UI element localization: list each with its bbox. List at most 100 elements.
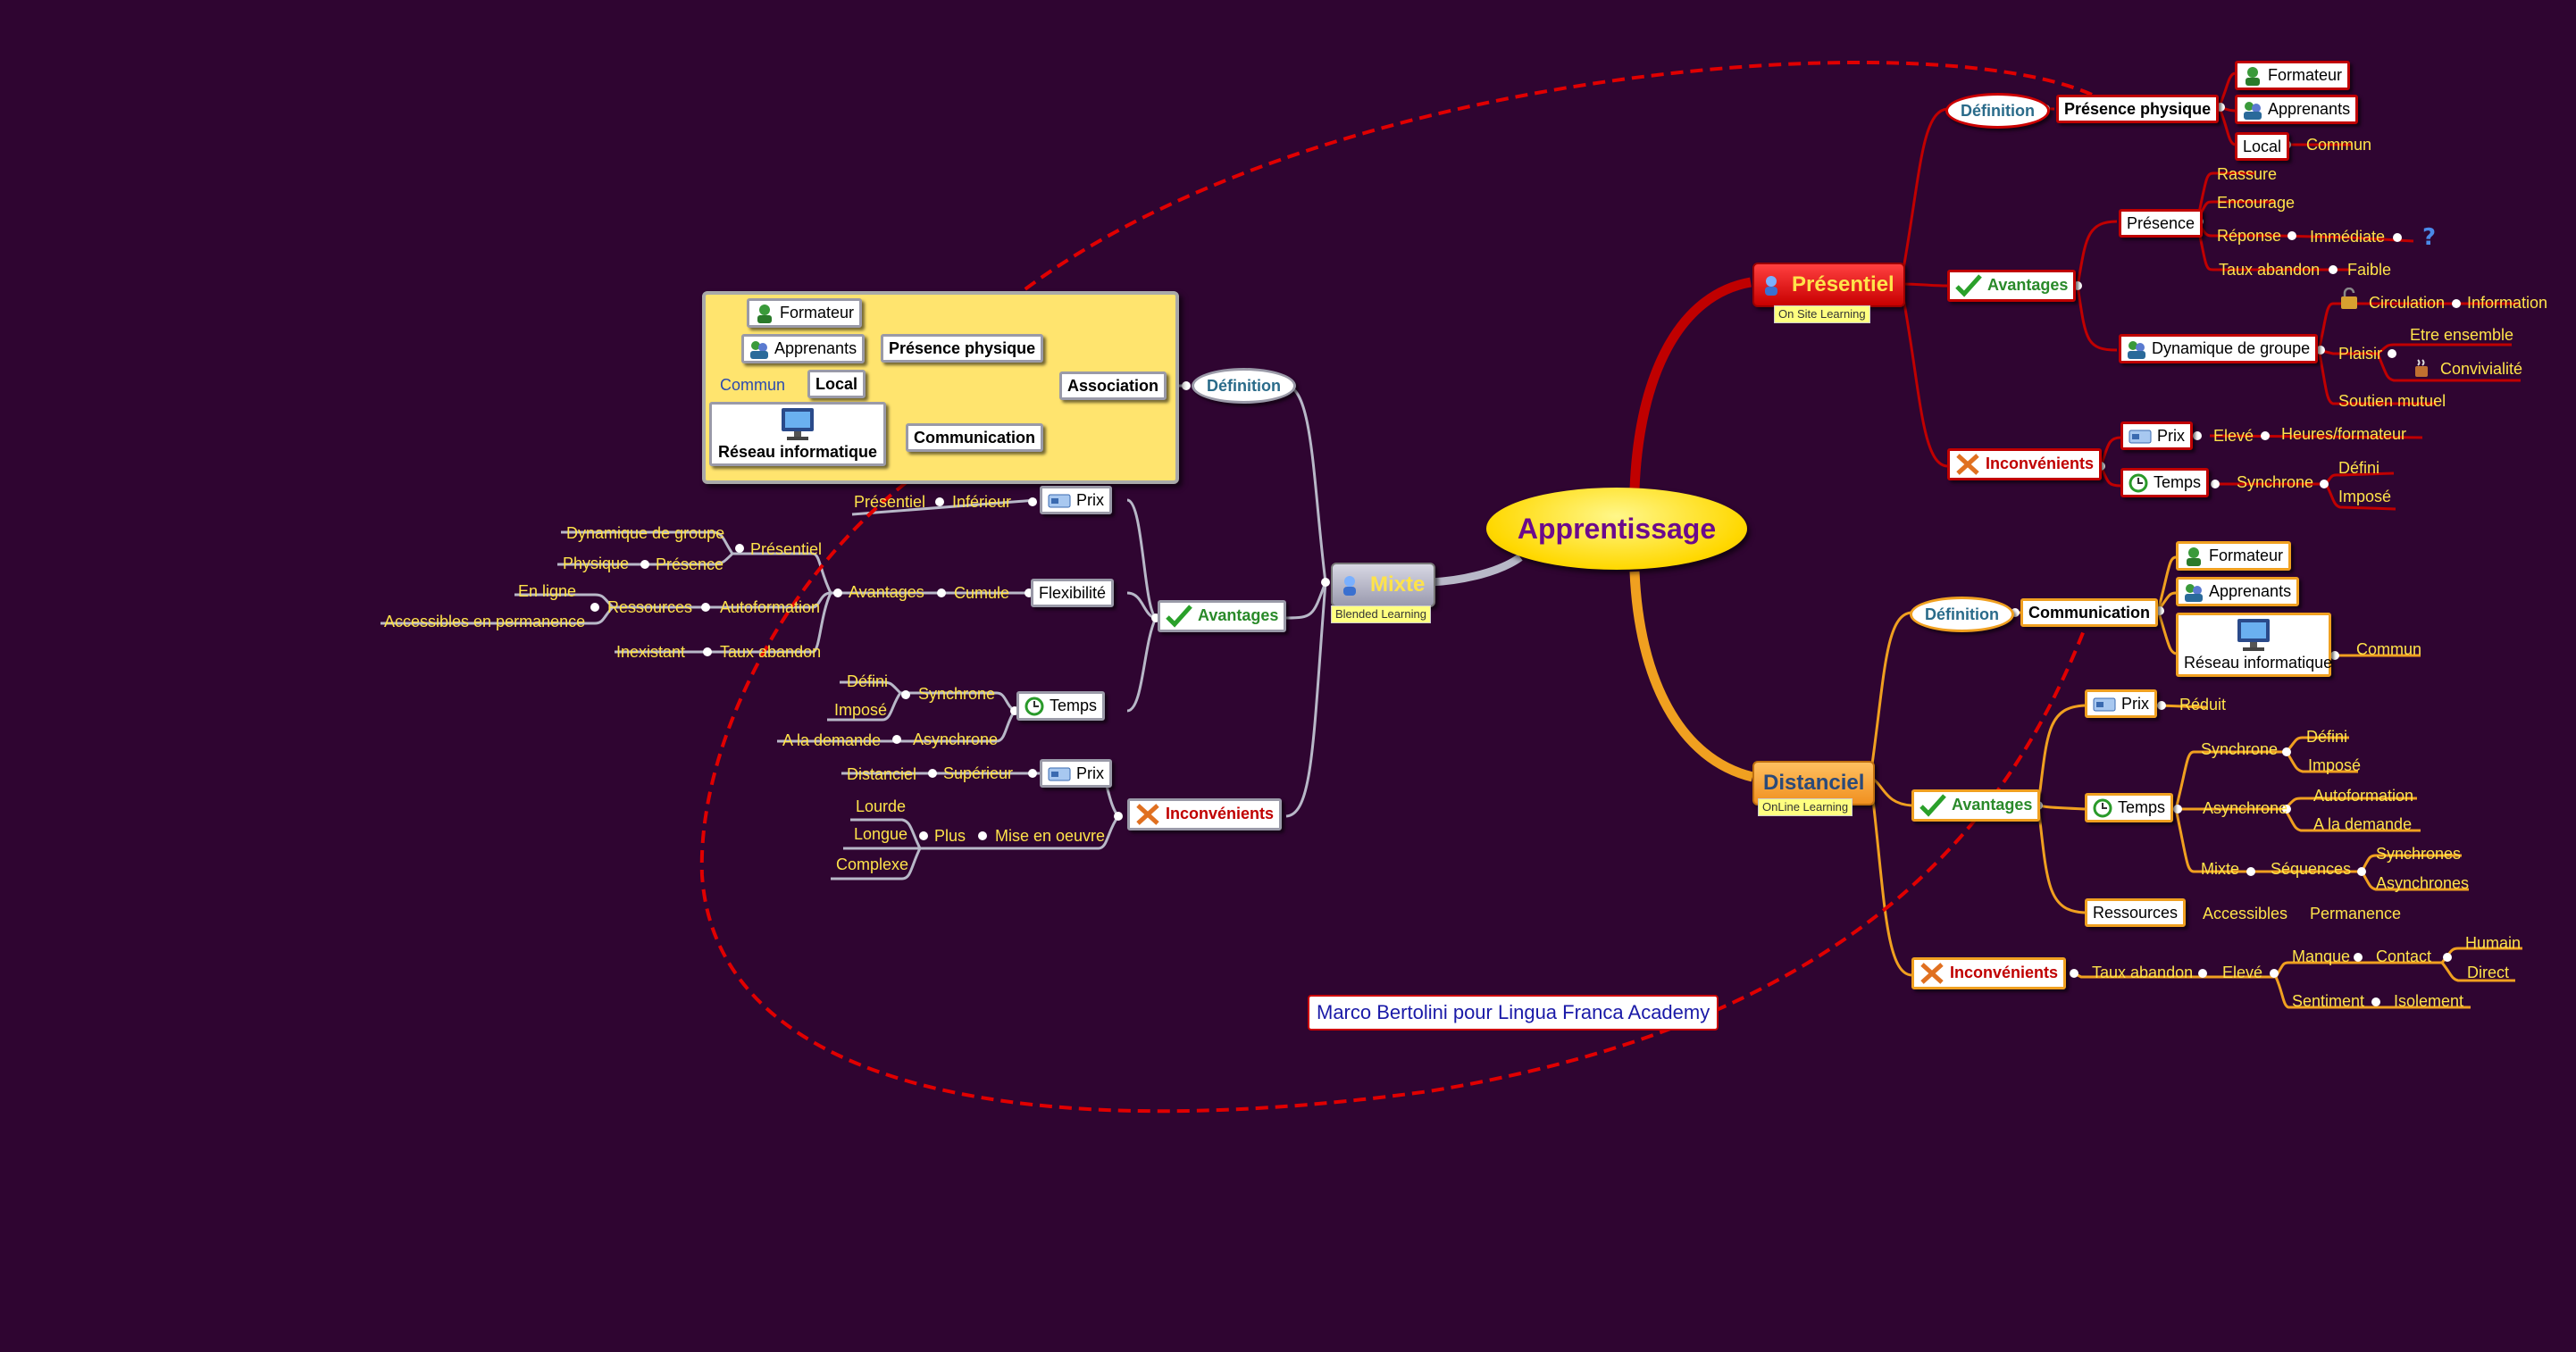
distanciel-temps[interactable]: Temps (2085, 793, 2174, 823)
distanciel-topic[interactable]: Distanciel (1752, 761, 1876, 805)
clock-icon (2093, 798, 2112, 818)
learners-icon (2244, 102, 2262, 121)
distanciel-asynchrones: Asynchrones (2376, 874, 2470, 892)
price-tag-icon (1048, 494, 1071, 508)
distanciel-reseau[interactable]: Réseau informatique (2176, 613, 2332, 677)
distanciel-reduit: Réduit (2179, 696, 2227, 714)
group-icon (2128, 341, 2145, 360)
coffee-icon (2415, 359, 2428, 377)
distanciel-caption: OnLine Learning (1758, 798, 1853, 816)
distanciel-humain: Humain (2465, 934, 2522, 952)
presentiel-inconvenients[interactable]: Inconvénients (1947, 448, 2103, 480)
mixte-flexibilite[interactable]: Flexibilité (1031, 579, 1115, 607)
mixte-inconvenients[interactable]: Inconvénients (1127, 798, 1283, 830)
padlock-icon (2341, 288, 2357, 309)
presentiel-circulation: Circulation (2369, 294, 2446, 312)
distanciel-avantages[interactable]: Avantages (1911, 789, 2041, 822)
mixte-synchrone: Synchrone (918, 685, 996, 703)
mixte-avantages[interactable]: Avantages (1158, 600, 1287, 632)
presentiel-dynamique[interactable]: Dynamique de groupe (2119, 334, 2319, 364)
mixte-presentiel: Présentiel (854, 493, 926, 511)
distanciel-asynchrone: Asynchrone (2203, 799, 2288, 817)
presentiel-presence[interactable]: Présence (2119, 209, 2204, 238)
check-icon (1955, 274, 1982, 297)
mixte-local[interactable]: Local (807, 370, 866, 398)
distanciel-communication[interactable]: Communication (2020, 598, 2159, 627)
teacher-icon (2187, 547, 2201, 567)
mixte-topic[interactable]: Mixte (1331, 563, 1436, 607)
mixte-avantages2: Avantages (849, 583, 924, 601)
presentiel-local[interactable]: Local (2235, 132, 2290, 161)
distanciel-contact: Contact (2376, 947, 2432, 965)
price-tag-icon (2093, 697, 2116, 712)
presentiel-formateur[interactable]: Formateur (2235, 61, 2351, 91)
computer-icon (782, 408, 814, 440)
mixte-dynamique: Dynamique de groupe (566, 524, 725, 542)
presentiel-presence-physique[interactable]: Présence physique (2056, 95, 2220, 123)
mixte-reseau[interactable]: Réseau informatique (709, 402, 886, 466)
mixte-presence: Présence (656, 555, 724, 573)
mixte-distanciel: Distanciel (847, 765, 917, 783)
distanciel-commun: Commun (2356, 640, 2422, 658)
distanciel-impose: Imposé (2308, 756, 2362, 774)
mixte-commun: Commun (720, 376, 786, 394)
presentiel-defini: Défini (2338, 459, 2380, 477)
clock-icon (1025, 697, 1044, 716)
distanciel-direct: Direct (2467, 964, 2510, 981)
distanciel-sentiment: Sentiment (2292, 992, 2365, 1010)
mixte-impose: Imposé (834, 701, 888, 719)
mixte-prix2[interactable]: Prix (1040, 759, 1112, 788)
presentiel-apprenants[interactable]: Apprenants (2235, 95, 2359, 125)
distanciel-ressources[interactable]: Ressources (2085, 898, 2187, 927)
central-topic[interactable]: Apprentissage (1486, 488, 1747, 570)
teacher-icon (2246, 67, 2260, 87)
check-icon (1166, 605, 1192, 628)
mixte-en-ligne: En ligne (518, 582, 577, 600)
distanciel-definition[interactable]: Définition (1910, 597, 2014, 632)
distanciel-formateur[interactable]: Formateur (2176, 541, 2292, 572)
mixte-accessibles: Accessibles en permanence (384, 613, 586, 630)
mixte-communication[interactable]: Communication (906, 423, 1044, 452)
mixte-presence-physique[interactable]: Présence physique (881, 334, 1044, 363)
presentiel-encourage: Encourage (2217, 194, 2296, 212)
mixte-autoformation: Autoformation (720, 598, 821, 616)
mixte-taux-abandon: Taux abandon (720, 643, 822, 661)
distanciel-defini: Défini (2306, 728, 2348, 746)
mixte-complexe: Complexe (836, 855, 909, 873)
price-tag-icon (2129, 430, 2152, 444)
mixte-ressources: Ressources (607, 598, 693, 616)
clock-icon (2129, 473, 2148, 493)
cross-icon (1136, 804, 1159, 825)
mixte-inexistant: Inexistant (616, 643, 686, 661)
presentiel-definition[interactable]: Définition (1945, 93, 2050, 129)
presentiel-temps[interactable]: Temps (2120, 468, 2210, 498)
mixte-association[interactable]: Association (1059, 371, 1167, 400)
distanciel-prix[interactable]: Prix (2085, 689, 2157, 718)
distanciel-taux-abandon: Taux abandon (2092, 964, 2194, 981)
distanciel-inconvenients[interactable]: Inconvénients (1911, 957, 2067, 989)
mixte-formateur[interactable]: Formateur (747, 298, 863, 329)
presentiel-convivialite: Convivialité (2440, 360, 2523, 378)
presentiel-taux-abandon: Taux abandon (2219, 261, 2321, 279)
mixte-definition[interactable]: Définition (1192, 368, 1296, 404)
presentiel-plaisir: Plaisir (2338, 345, 2383, 363)
presentiel-avantages[interactable]: Avantages (1947, 270, 2077, 302)
price-tag-icon (1048, 767, 1071, 781)
computer-icon (2237, 619, 2270, 651)
mixte-mise-en-oeuvre: Mise en oeuvre (995, 827, 1106, 845)
presentiel-topic[interactable]: Présentiel (1752, 263, 1905, 307)
mixte-prix[interactable]: Prix (1040, 486, 1112, 514)
mixte-caption: Blended Learning (1331, 605, 1431, 623)
presentiel-prix[interactable]: Prix (2120, 421, 2193, 450)
presentiel-etre-ensemble: Etre ensemble (2410, 326, 2514, 344)
learners-icon (750, 341, 768, 360)
mixte-temps[interactable]: Temps (1016, 691, 1106, 722)
teacher-icon (757, 305, 772, 324)
mixte-superieur: Supérieur (943, 764, 1014, 782)
author-credit: Marco Bertolini pour Lingua Franca Acade… (1308, 995, 1719, 1031)
mixte-lourde: Lourde (856, 797, 907, 815)
distanciel-apprenants[interactable]: Apprenants (2176, 577, 2300, 607)
distanciel-synchrones: Synchrones (2376, 845, 2462, 863)
distanciel-sequences: Séquences (2271, 860, 2352, 878)
mixte-apprenants[interactable]: Apprenants (741, 334, 866, 364)
